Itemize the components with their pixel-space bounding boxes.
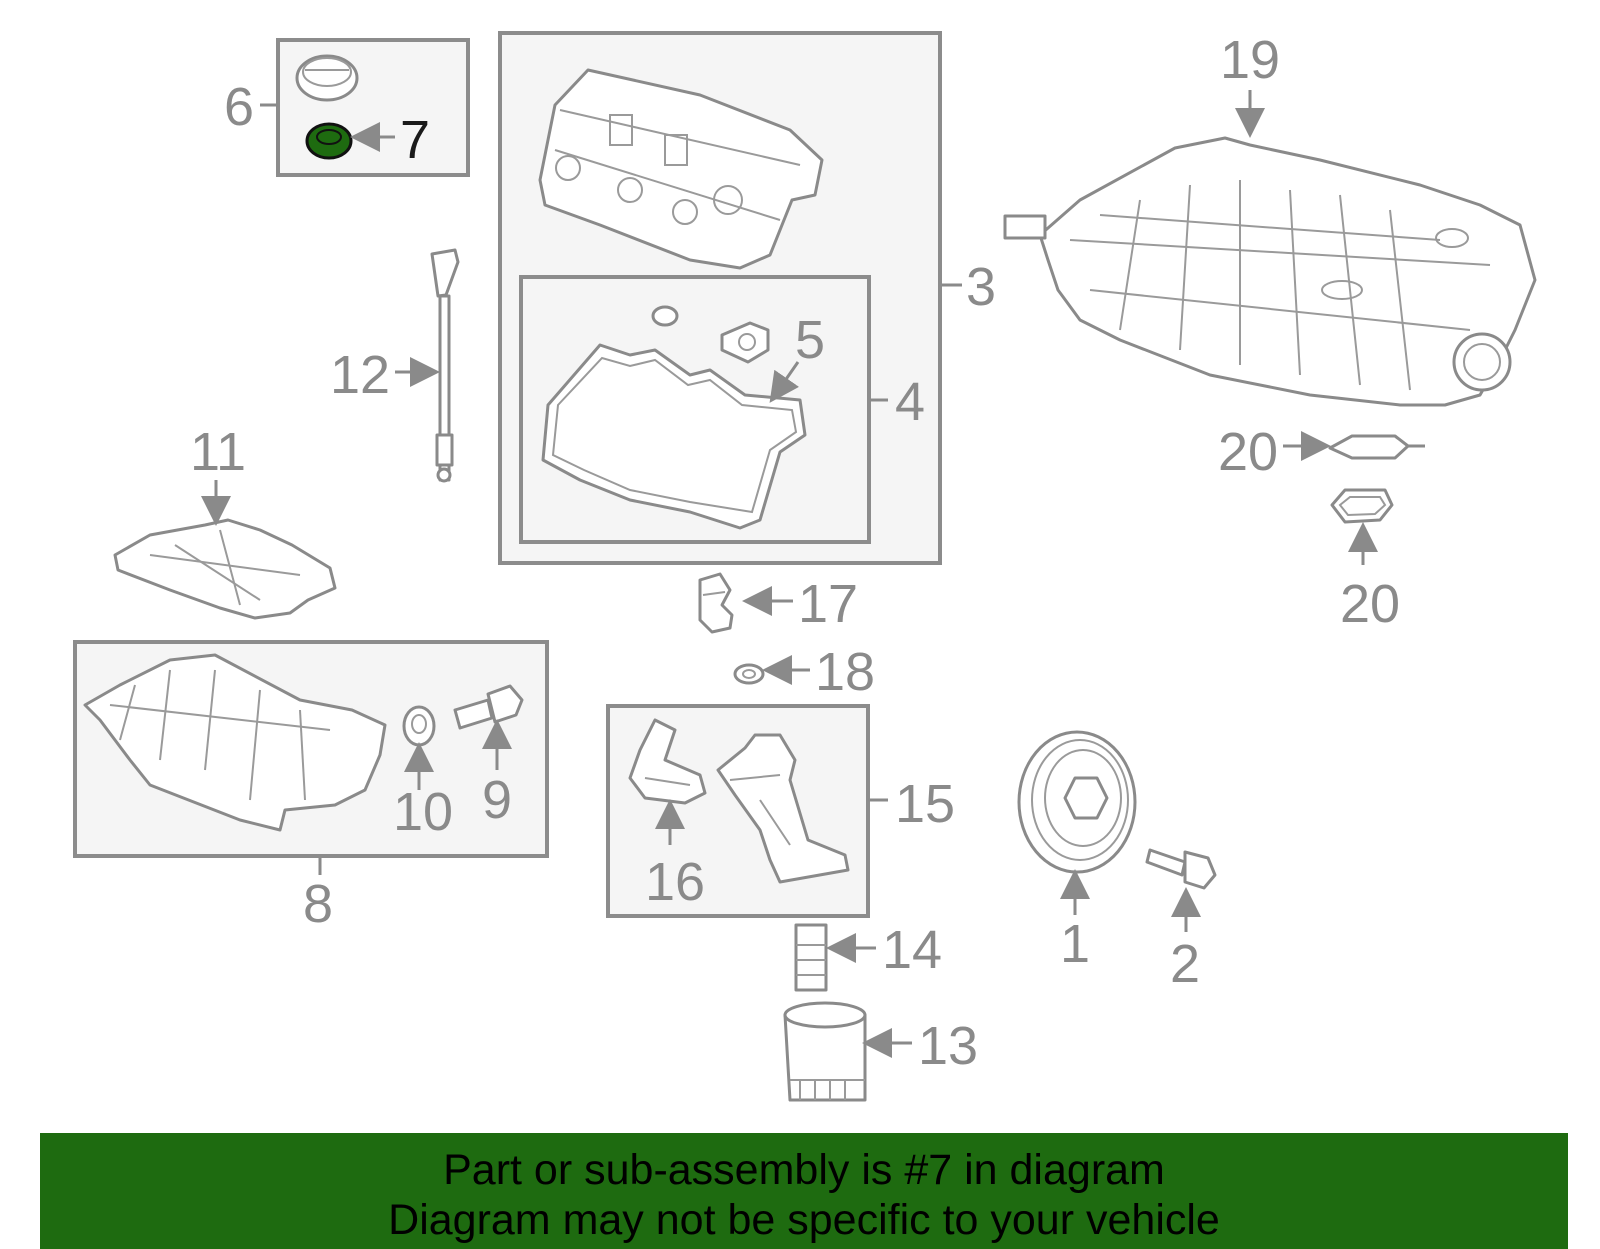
dipstick-part[interactable] bbox=[430, 248, 460, 483]
banner-line-2: Diagram may not be specific to your vehi… bbox=[388, 1196, 1220, 1244]
callout-20-upper: 20 bbox=[1218, 422, 1278, 482]
callout-10: 10 bbox=[393, 782, 453, 842]
callout-1: 1 bbox=[1060, 914, 1090, 974]
drain-plug-washer-part[interactable] bbox=[402, 705, 436, 747]
info-banner: Part or sub-assembly is #7 in diagram Di… bbox=[40, 1133, 1568, 1249]
filler-cap-seal-part-highlighted[interactable] bbox=[305, 122, 353, 160]
oil-pressure-switch-part[interactable] bbox=[698, 572, 734, 634]
callout-11: 11 bbox=[190, 422, 246, 482]
callout-3: 3 bbox=[966, 257, 996, 317]
callout-8: 8 bbox=[303, 874, 333, 934]
callout-20-lower: 20 bbox=[1340, 574, 1400, 634]
crankshaft-pulley-part[interactable] bbox=[1017, 730, 1137, 874]
manifold-gasket-upper-part[interactable] bbox=[1328, 434, 1425, 460]
callout-5: 5 bbox=[795, 310, 825, 370]
manifold-gasket-lower-part[interactable] bbox=[1330, 488, 1394, 524]
oil-filler-cap-part[interactable] bbox=[295, 54, 359, 102]
valve-cover-gasket-part[interactable] bbox=[541, 305, 807, 530]
callout-16: 16 bbox=[645, 852, 705, 912]
oil-pan-part[interactable] bbox=[83, 653, 387, 832]
callout-18: 18 bbox=[815, 642, 875, 702]
callout-9: 9 bbox=[482, 770, 512, 830]
callout-14: 14 bbox=[882, 920, 942, 980]
callout-15: 15 bbox=[895, 774, 955, 834]
drain-bolt-part[interactable] bbox=[453, 684, 524, 730]
banner-line-1: Part or sub-assembly is #7 in diagram bbox=[443, 1146, 1165, 1194]
callout-6: 6 bbox=[224, 77, 254, 137]
valve-cover-part[interactable] bbox=[538, 68, 824, 270]
oil-filter-joint-part[interactable] bbox=[794, 923, 828, 992]
callout-7: 7 bbox=[400, 110, 430, 170]
baffle-plate-part[interactable] bbox=[113, 518, 337, 620]
pulley-bolt-part[interactable] bbox=[1145, 848, 1217, 890]
callout-12: 12 bbox=[330, 345, 390, 405]
oil-switch-washer-part[interactable] bbox=[733, 663, 765, 685]
oil-strainer-part[interactable] bbox=[716, 733, 850, 884]
callout-4: 4 bbox=[895, 372, 925, 432]
callout-19: 19 bbox=[1220, 30, 1280, 90]
callout-17: 17 bbox=[798, 574, 858, 634]
callout-13: 13 bbox=[918, 1016, 978, 1076]
callout-2: 2 bbox=[1170, 934, 1200, 994]
intake-manifold-part[interactable] bbox=[1003, 136, 1537, 407]
oil-filter-part[interactable] bbox=[783, 1001, 867, 1102]
